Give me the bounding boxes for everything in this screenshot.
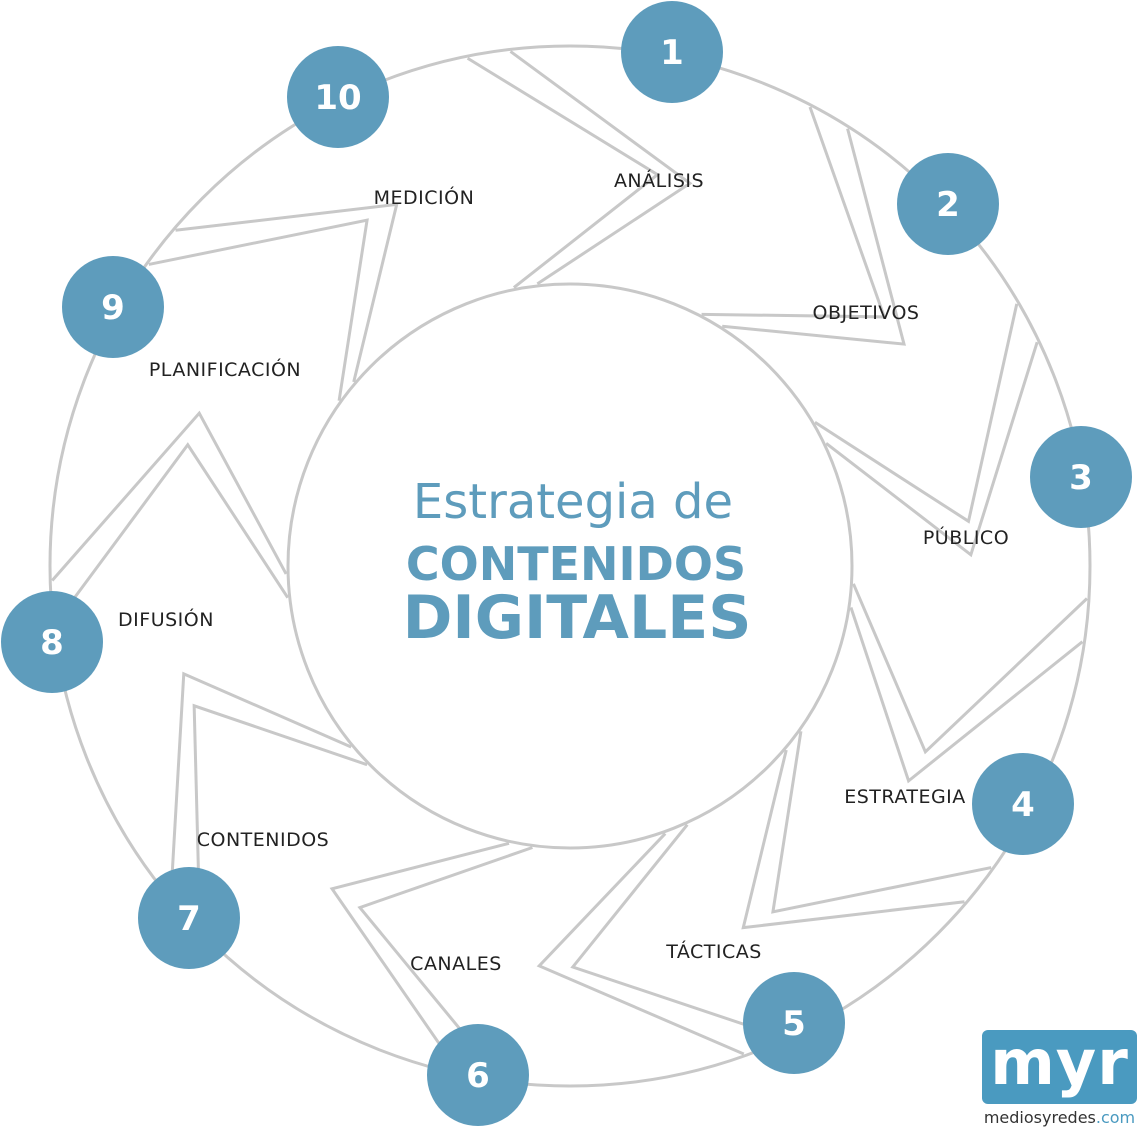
logo-site-name: mediosyredes	[983, 1108, 1096, 1127]
step-badge-circle-6	[427, 1024, 529, 1126]
segment-divider-10-2	[175, 202, 399, 383]
step-number-9: 9	[101, 288, 125, 328]
step-labels: ANÁLISIS OBJETIVOS PÚBLICO ESTRATEGIA TÁCTIC…	[118, 169, 1009, 975]
segment-divider-2-2	[722, 128, 906, 346]
step-number-2: 2	[936, 185, 960, 225]
step-badge-circle-10	[287, 46, 389, 148]
step-number-7: 7	[177, 899, 201, 939]
step-badge-6: 6	[427, 1024, 529, 1126]
step-label-4: ESTRATEGIA	[844, 786, 966, 808]
segment-divider-6-1	[570, 823, 785, 1040]
segment-divider-3-1	[814, 303, 1019, 524]
step-number-10: 10	[314, 78, 361, 118]
segment-divider-2-1	[701, 106, 887, 319]
segment-divider-3-2	[825, 341, 1039, 558]
segment-divider-1-2	[509, 50, 693, 286]
center-title-line1: Estrategia de	[413, 474, 733, 530]
segment-divider-7-2	[329, 841, 510, 1073]
segment-divider-8-2	[169, 671, 352, 897]
step-badge-3: 3	[1030, 426, 1132, 528]
step-label-6: CANALES	[410, 953, 502, 975]
step-label-2: OBJETIVOS	[813, 302, 920, 324]
step-label-9: PLANIFICACIÓN	[149, 357, 301, 381]
step-label-1: ANÁLISIS	[614, 169, 704, 192]
step-label-3: PÚBLICO	[923, 525, 1009, 549]
segment-outlines	[48, 44, 1092, 1088]
step-badge-8: 8	[1, 591, 103, 693]
segment-divider-5-2	[741, 749, 965, 930]
segment-divider-6-2	[536, 832, 745, 1056]
segment-divider-8-1	[192, 703, 368, 929]
step-badge-7: 7	[138, 867, 240, 969]
step-badge-2: 2	[897, 153, 999, 255]
step-badge-10: 10	[287, 46, 389, 148]
step-number-1: 1	[660, 33, 684, 73]
step-badge-circle-5	[743, 972, 845, 1074]
center-circle	[286, 282, 854, 850]
step-badge-circle-1	[621, 1, 723, 103]
step-badge-1: 1	[621, 1, 723, 103]
logo-box: myr	[982, 1030, 1137, 1104]
step-label-8: DIFUSIÓN	[118, 607, 214, 631]
step-badge-circle-4	[972, 753, 1074, 855]
segment-divider-1-1	[466, 56, 661, 289]
center-title-line3: DIGITALES	[403, 583, 752, 653]
step-number-4: 4	[1011, 785, 1035, 825]
segment-divider-9-1	[54, 442, 290, 625]
segment-divider-7-1	[357, 846, 533, 1081]
step-badge-circle-8	[1, 591, 103, 693]
step-badge-circle-9	[62, 256, 164, 358]
step-number-6: 6	[466, 1056, 490, 1096]
center-title-line2: CONTENIDOS	[406, 537, 746, 591]
step-badge-5: 5	[743, 972, 845, 1074]
step-number-3: 3	[1069, 458, 1093, 498]
segment-divider-10-1	[148, 218, 369, 401]
step-badge-circle-2	[897, 153, 999, 255]
step-badge-circle-7	[138, 867, 240, 969]
segment-divider-4-2	[849, 607, 1084, 784]
logo-mark: myr	[990, 1026, 1129, 1099]
segment-divider-5-1	[771, 731, 992, 914]
myr-logo: myr mediosyredes.com	[982, 1030, 1137, 1130]
step-badge-circle-3	[1030, 426, 1132, 528]
segment-divider-4-1	[852, 583, 1089, 755]
segment-divider-9-2	[51, 410, 288, 582]
step-label-7: CONTENIDOS	[197, 829, 330, 851]
step-label-10: MEDICIÓN	[374, 185, 475, 209]
logo-site-domain: .com	[1095, 1108, 1136, 1127]
step-badge-9: 9	[62, 256, 164, 358]
step-number-5: 5	[782, 1004, 806, 1044]
step-badge-4: 4	[972, 753, 1074, 855]
step-label-5: TÁCTICAS	[665, 940, 762, 963]
step-number-8: 8	[40, 623, 64, 663]
outer-ring	[48, 44, 1092, 1088]
logo-site-url: mediosyredes.com	[982, 1108, 1137, 1127]
